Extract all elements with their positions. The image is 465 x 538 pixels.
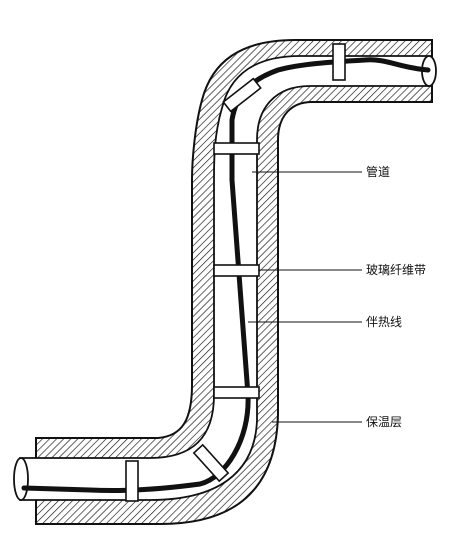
label-heat-trace-cable: 伴热线 xyxy=(366,315,402,329)
tape-band xyxy=(213,264,260,277)
pipe xyxy=(13,55,437,501)
fiberglass-tape-bands xyxy=(125,43,346,502)
label-pipe: 管道 xyxy=(366,164,390,179)
tape-band xyxy=(213,142,260,155)
tape-band xyxy=(125,460,139,502)
tape-band xyxy=(332,43,346,81)
tape-band xyxy=(213,386,260,399)
pipe-end-left xyxy=(13,457,29,501)
tape-band xyxy=(192,443,230,483)
leader-lines xyxy=(248,171,362,423)
label-fiberglass-tape: 玻璃纤维带 xyxy=(366,263,426,277)
label-insulation: 保温层 xyxy=(366,415,402,429)
tape-band xyxy=(222,77,262,113)
